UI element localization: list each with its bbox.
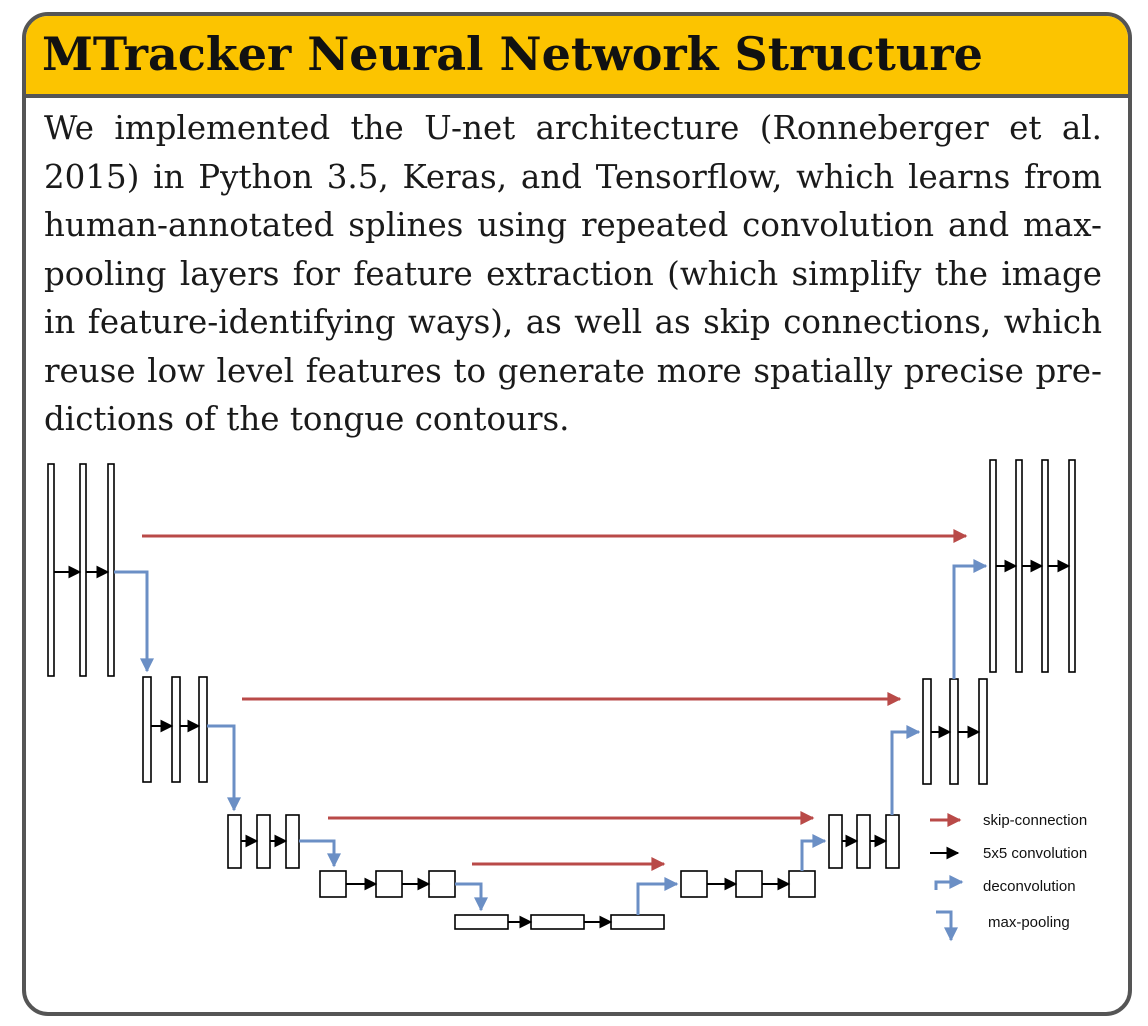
bottleneck-block-2 — [530, 914, 585, 930]
encoder-1-block-1 — [47, 463, 55, 677]
title-bar: MTracker Neural Network Structure — [26, 16, 1128, 98]
poster-panel: MTracker Neural Network Structure We imp… — [22, 12, 1132, 1016]
max-pooling-arrows — [114, 570, 488, 912]
max-pooling-arrow — [455, 882, 488, 912]
decoder-2-block-3 — [978, 678, 988, 785]
encoder-1-block-3 — [107, 463, 115, 677]
decoder-4-block-2 — [735, 870, 763, 898]
max-pooling-arrow — [114, 570, 154, 673]
legend: skip-connection 5x5 convolution deconvol… — [930, 812, 1087, 942]
layer-blocks — [47, 459, 1076, 930]
legend-pool-label: max-pooling — [988, 914, 1070, 931]
bottleneck-block-3 — [610, 914, 665, 930]
legend-pool-arrow — [936, 910, 958, 942]
decoder-4-block-3 — [788, 870, 816, 898]
deconvolution-arrow — [800, 834, 827, 871]
legend-deconv-arrow — [934, 875, 964, 890]
decoder-3-block-3 — [885, 814, 900, 869]
decoder-2-block-1 — [922, 678, 932, 785]
decoder-3-block-2 — [856, 814, 871, 869]
decoder-2-block-2 — [949, 678, 959, 785]
encoder-3-block-2 — [256, 814, 271, 869]
encoder-4-block-3 — [428, 870, 456, 898]
encoder-4-block-1 — [319, 870, 347, 898]
deconvolution-arrow — [636, 877, 679, 915]
bottleneck-block-1 — [454, 914, 509, 930]
encoder-1-block-2 — [79, 463, 87, 677]
convolution-arrows — [54, 559, 1071, 929]
description-text: We implemented the U-net architecture (R… — [44, 109, 1102, 438]
encoder-2-block-2 — [171, 676, 181, 783]
encoder-3-block-1 — [227, 814, 242, 869]
legend-conv-label: 5x5 convolution — [983, 845, 1087, 862]
encoder-4-block-2 — [375, 870, 403, 898]
decoder-1-block-1 — [989, 459, 997, 673]
decoder-1-block-2 — [1015, 459, 1023, 673]
deconvolution-arrows — [636, 559, 988, 915]
decoder-3-block-1 — [828, 814, 843, 869]
max-pooling-arrow — [299, 839, 341, 868]
max-pooling-arrow — [207, 724, 241, 812]
encoder-3-block-3 — [285, 814, 300, 869]
panel-title: MTracker Neural Network Structure — [42, 27, 983, 81]
encoder-2-block-3 — [198, 676, 208, 783]
decoder-4-block-1 — [680, 870, 708, 898]
legend-deconv-label: deconvolution — [983, 878, 1076, 895]
deconvolution-arrow — [952, 559, 988, 679]
encoder-2-block-1 — [142, 676, 152, 783]
decoder-1-block-4 — [1068, 459, 1076, 673]
skip-connections — [142, 529, 968, 871]
legend-skip-label: skip-connection — [983, 812, 1087, 829]
decoder-1-block-3 — [1041, 459, 1049, 673]
deconvolution-arrow — [890, 725, 921, 815]
